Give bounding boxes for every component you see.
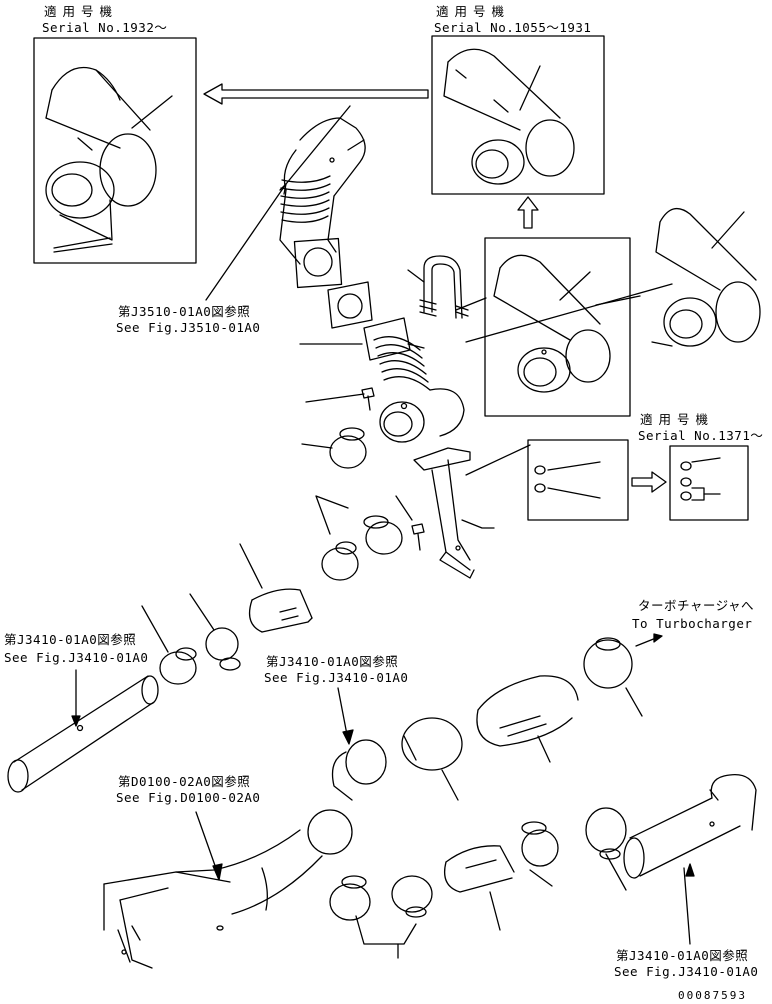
ref-j3410-mid-jp: 第J3410-01A0図参照 xyxy=(266,654,399,669)
inset-serial-right: Serial No.1371～ xyxy=(638,428,764,443)
pipe-bottom-right xyxy=(623,773,757,879)
washer-nut-icons xyxy=(534,461,692,501)
inset-box-middle xyxy=(484,237,631,417)
bellows-pipe-lower xyxy=(363,317,465,443)
ref-j3410-bottom-en: See Fig.J3410-01A0 xyxy=(614,964,759,979)
ref-j3410-left-en: See Fig.J3410-01A0 xyxy=(4,650,149,665)
short-hose xyxy=(248,588,313,633)
ref-j3410-left-jp: 第J3410-01A0図参照 xyxy=(4,632,137,647)
turbo-label-en: To Turbocharger xyxy=(632,616,753,631)
inset-pipe-drawing-middle xyxy=(493,254,611,393)
bottom-hose xyxy=(443,845,515,893)
ref-d0100-en: See Fig.D0100-02A0 xyxy=(116,790,261,805)
inset-serial-top-left: Serial No.1932～ xyxy=(42,20,168,35)
pipe-drawing-right xyxy=(651,207,761,347)
pipe-left xyxy=(7,675,159,793)
bolt xyxy=(361,387,375,411)
ref-d0100-jp: 第D0100-02A0図参照 xyxy=(118,774,251,789)
document-id: 00087593 xyxy=(678,989,747,1002)
arrow-up-icon xyxy=(517,196,539,229)
inset-box-top-right xyxy=(431,35,605,195)
inset-heading-right: 適用号機 xyxy=(640,412,715,427)
arrow-left-icon xyxy=(203,83,429,105)
ref-j3410-mid-en: See Fig.J3410-01A0 xyxy=(264,670,409,685)
inset-heading-top-left: 適用号機 xyxy=(44,4,119,19)
turbo-label-jp: ターボチャージャへ xyxy=(638,598,755,613)
inset-heading-top-right: 適用号機 xyxy=(436,4,511,19)
leader-line xyxy=(465,283,673,343)
bracket-bolt xyxy=(411,523,425,551)
ref-j3410-bottom-jp: 第J3410-01A0図参照 xyxy=(616,948,749,963)
hose-right xyxy=(476,637,633,747)
arrow-right-icon xyxy=(631,471,667,493)
bellows-pipe-upper xyxy=(279,117,366,289)
inset-serial-top-right: Serial No.1055～1931 xyxy=(434,20,592,35)
inset-box-right-b xyxy=(669,445,749,521)
inset-box-right-a xyxy=(527,439,629,521)
pipe-bottom-left xyxy=(103,809,353,969)
bottom-clamps xyxy=(329,807,627,921)
inset-pipe-drawing-top-right xyxy=(443,48,575,185)
inset-pipe-drawing-top-left xyxy=(45,66,173,253)
bracket xyxy=(413,447,495,579)
ref-j3510-en: See Fig.J3510-01A0 xyxy=(116,320,261,335)
gasket xyxy=(327,281,373,329)
u-bolt xyxy=(419,255,469,319)
ref-j3510-jp: 第J3510-01A0図参照 xyxy=(118,304,251,319)
elbow-piece xyxy=(331,717,463,801)
inset-box-top-left xyxy=(33,37,197,264)
hose-clamps xyxy=(159,427,403,685)
leader-lines xyxy=(71,105,695,959)
